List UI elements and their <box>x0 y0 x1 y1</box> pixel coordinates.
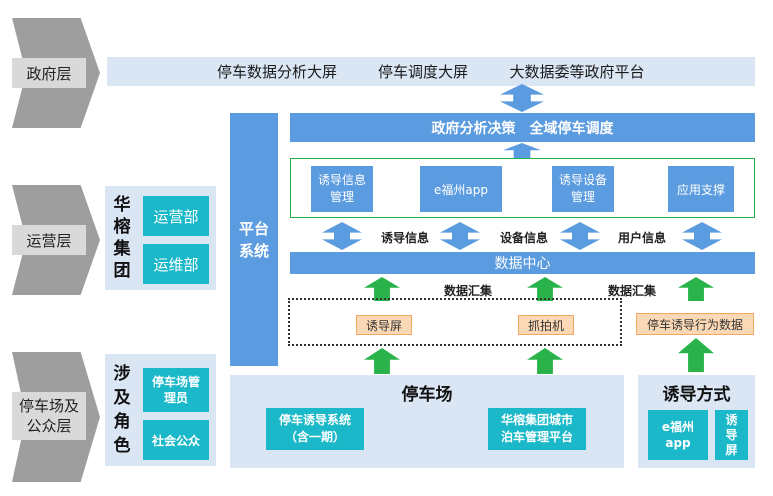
service-efuzhou-app: e福州app <box>420 166 502 212</box>
capture-camera-box: 抓拍机 <box>518 315 574 335</box>
huarong-title: 华 榕 集 团 <box>113 195 131 281</box>
decision-bar: 政府分析决策 全域停车调度 <box>290 113 755 142</box>
roles-title: 涉 及 角 色 <box>113 364 131 456</box>
green-arrow-3 <box>678 277 714 301</box>
service-up-arrow <box>503 143 541 159</box>
double-arrow-4 <box>682 222 722 250</box>
green-arrow-6 <box>678 338 714 372</box>
info-label-device: 设备信息 <box>499 230 548 245</box>
info-label-guide: 诱导信息 <box>380 230 429 245</box>
behavior-data-box: 停车诱导行为数据 <box>636 313 754 335</box>
layer-label-government: 政府层 <box>12 58 86 88</box>
double-arrow-1 <box>322 222 362 250</box>
ops-dept-box: 运营部 <box>143 196 209 236</box>
maint-dept-box: 运维部 <box>143 244 209 284</box>
info-label-user: 用户信息 <box>617 230 666 245</box>
parking-manager-box: 停车场管 理员 <box>143 368 209 412</box>
green-arrow-4 <box>364 348 400 374</box>
service-app-support: 应用支撑 <box>668 166 734 212</box>
top-bar: 停车数据分析大屏 停车调度大屏 大数据委等政府平台 <box>107 57 755 86</box>
data-center-bar: 数据中心 <box>290 252 755 274</box>
layer-label-parking-public: 停车场及 公众层 <box>12 392 86 440</box>
top-bar-item-2: 停车调度大屏 <box>377 63 468 81</box>
aggregate-label-1: 数据汇集 <box>443 283 492 298</box>
service-guide-device-mgmt: 诱导设备 管理 <box>552 166 614 212</box>
platform-system-label: 平台 系统 <box>238 220 269 260</box>
guide-methods-title: 诱导方式 <box>662 384 731 405</box>
devices-dotted-box <box>288 298 622 346</box>
city-parking-platform-box: 华榕集团城市 泊车管理平台 <box>488 408 586 450</box>
double-arrow-3 <box>560 222 600 250</box>
guide-screen-method-box: 诱 导 屏 <box>715 410 748 460</box>
layer-label-operation: 运营层 <box>12 225 86 255</box>
service-guide-info-mgmt: 诱导信息 管理 <box>311 166 373 212</box>
aggregate-label-2: 数据汇集 <box>607 283 656 298</box>
top-double-arrow <box>500 84 544 112</box>
double-arrow-2 <box>440 222 480 250</box>
top-bar-item-1: 停车数据分析大屏 <box>216 63 337 81</box>
guide-screen-box: 诱导屏 <box>356 315 412 335</box>
parking-lot-title: 停车场 <box>401 384 453 405</box>
top-bar-item-3: 大数据委等政府平台 <box>509 63 645 81</box>
public-box: 社会公众 <box>143 420 209 460</box>
platform-system-bar <box>230 113 278 366</box>
efuzhou-app-box: e福州 app <box>648 410 708 460</box>
parking-guide-system-box: 停车诱导系统 （含一期） <box>266 408 364 450</box>
green-arrow-5 <box>527 348 563 374</box>
